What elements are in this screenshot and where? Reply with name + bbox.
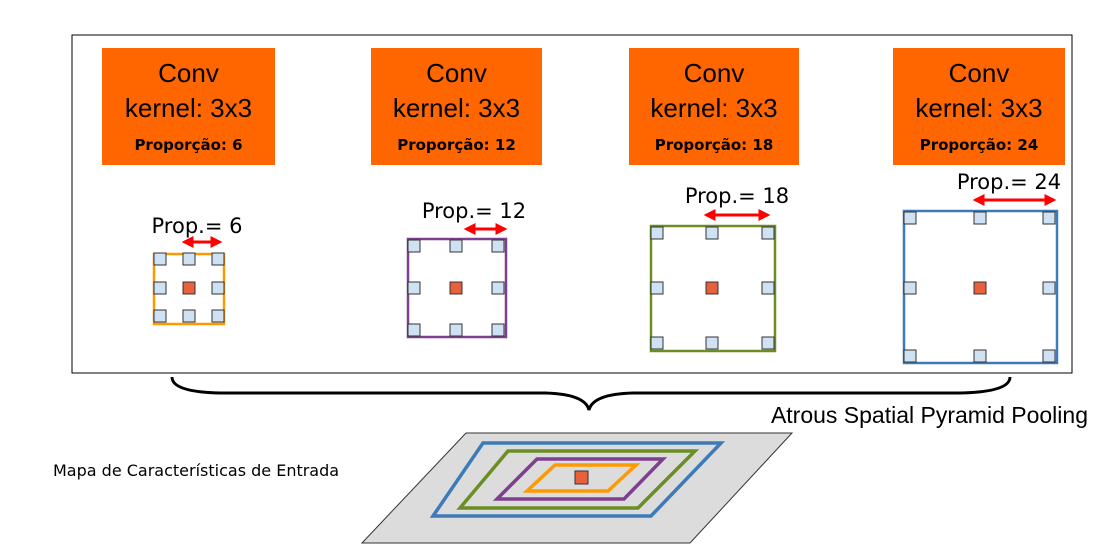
conv-block-rate-24: Conv kernel: 3x3 Proporção: 24 bbox=[893, 48, 1065, 165]
kernel-sample-cell bbox=[491, 281, 505, 295]
kernel-rate-label: Prop.= 6 bbox=[152, 214, 243, 238]
input-center-cell bbox=[574, 470, 589, 485]
kernel-sample-cell bbox=[761, 226, 775, 240]
conv-block-rate-6: Conv kernel: 3x3 Proporção: 6 bbox=[102, 48, 275, 165]
conv-title: Conv bbox=[158, 58, 219, 88]
conv-rate: Proporção: 12 bbox=[397, 136, 516, 154]
kernel-sample-cell bbox=[650, 226, 664, 240]
conv-kernel-size: kernel: 3x3 bbox=[650, 93, 777, 123]
input-feature-map bbox=[360, 432, 794, 544]
kernel-sample-cell bbox=[1042, 211, 1056, 225]
kernel-sample-cell bbox=[761, 336, 775, 350]
kernel-sample-cell bbox=[449, 239, 463, 253]
kernel-center-cell bbox=[705, 281, 719, 295]
conv-block-rate-18: Conv kernel: 3x3 Proporção: 18 bbox=[629, 48, 799, 165]
kernel-sample-cell bbox=[407, 281, 421, 295]
conv-rate: Proporção: 18 bbox=[655, 136, 774, 154]
kernel-sample-cell bbox=[491, 323, 505, 337]
dilated-kernel-rate-24: Prop.= 24 bbox=[902, 170, 1061, 365]
conv-title: Conv bbox=[684, 58, 745, 88]
kernel-center-cell bbox=[449, 281, 463, 295]
kernel-center-cell bbox=[182, 281, 196, 295]
kernel-sample-cell bbox=[407, 323, 421, 337]
kernel-sample-cell bbox=[973, 211, 987, 225]
field-rate-24 bbox=[429, 441, 726, 518]
input-feature-map-label: Mapa de Características de Entrada bbox=[53, 461, 339, 480]
kernel-sample-cell bbox=[650, 281, 664, 295]
kernel-sample-cell bbox=[903, 281, 917, 295]
kernel-sample-cell bbox=[153, 252, 167, 266]
field-rate-6 bbox=[522, 463, 641, 493]
kernel-sample-cell bbox=[761, 281, 775, 295]
kernel-sample-cell bbox=[211, 252, 225, 266]
kernel-sample-cell bbox=[449, 323, 463, 337]
kernel-sample-cell bbox=[211, 281, 225, 295]
kernel-sample-cell bbox=[1042, 349, 1056, 363]
conv-rate: Proporção: 24 bbox=[920, 136, 1039, 154]
conv-kernel-size: kernel: 3x3 bbox=[393, 93, 520, 123]
kernel-sample-cell bbox=[903, 349, 917, 363]
dilated-kernel-rate-18: Prop.= 18 bbox=[649, 184, 789, 353]
kernel-sample-cell bbox=[182, 309, 196, 323]
aspp-label: Atrous Spatial Pyramid Pooling bbox=[771, 402, 1088, 428]
grouping-brace bbox=[170, 376, 1012, 411]
kernel-sample-cell bbox=[1042, 281, 1056, 295]
kernel-sample-cell bbox=[903, 211, 917, 225]
kernel-sample-cell bbox=[705, 336, 719, 350]
conv-block-rate-12: Conv kernel: 3x3 Proporção: 12 bbox=[371, 48, 542, 165]
kernel-sample-cell bbox=[182, 252, 196, 266]
conv-title: Conv bbox=[949, 58, 1010, 88]
conv-block-background bbox=[629, 48, 799, 165]
kernel-center-cell bbox=[973, 281, 987, 295]
conv-kernel-size: kernel: 3x3 bbox=[125, 93, 252, 123]
kernel-sample-cell bbox=[650, 336, 664, 350]
conv-title: Conv bbox=[426, 58, 487, 88]
dilated-kernel-rate-6: Prop.= 6 bbox=[152, 214, 243, 326]
conv-block-background bbox=[371, 48, 542, 165]
kernel-sample-cell bbox=[407, 239, 421, 253]
kernel-sample-cell bbox=[211, 309, 225, 323]
conv-kernel-size: kernel: 3x3 bbox=[915, 93, 1042, 123]
kernel-sample-cell bbox=[153, 309, 167, 323]
conv-block-background bbox=[102, 48, 275, 165]
kernel-sample-cell bbox=[705, 226, 719, 240]
field-rate-18 bbox=[456, 449, 700, 510]
kernel-rate-label: Prop.= 12 bbox=[422, 199, 526, 223]
conv-block-background bbox=[893, 48, 1065, 165]
kernel-rate-label: Prop.= 18 bbox=[685, 184, 789, 208]
kernel-sample-cell bbox=[153, 281, 167, 295]
field-rate-12 bbox=[492, 457, 668, 501]
dilated-kernel-rate-12: Prop.= 12 bbox=[406, 199, 526, 339]
kernel-rate-label: Prop.= 24 bbox=[957, 170, 1061, 194]
conv-rate: Proporção: 6 bbox=[134, 136, 242, 154]
kernel-sample-cell bbox=[973, 349, 987, 363]
kernel-sample-cell bbox=[491, 239, 505, 253]
